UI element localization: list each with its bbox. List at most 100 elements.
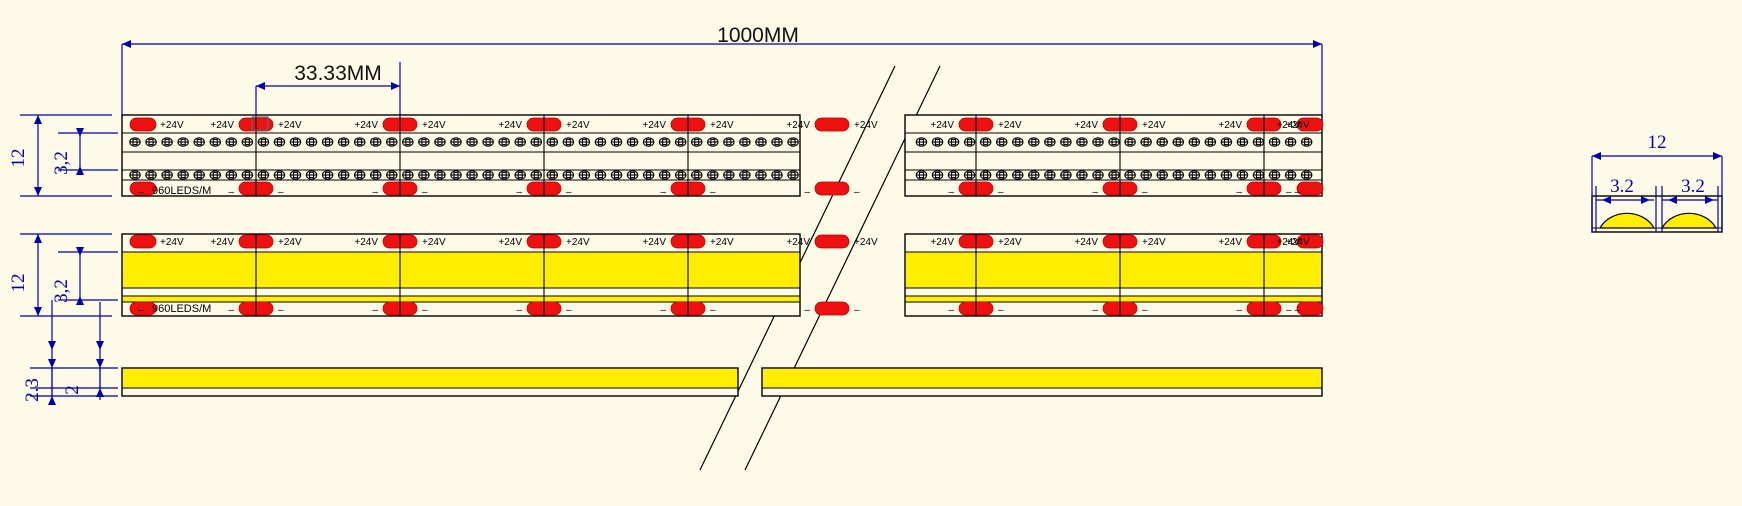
- strip2-minus-left-2: –: [516, 305, 522, 316]
- pad-bottom-end: [1296, 181, 1324, 196]
- strip1-plus24v-left-5: +24V: [930, 120, 954, 131]
- strip1-width-arrow-bot: [34, 187, 42, 196]
- led-dot-row2-23-box: [501, 171, 507, 179]
- led-dot-row1-72-box: [1288, 138, 1294, 146]
- strip3-leader-arrow-b: [96, 341, 104, 350]
- led-dot-row2-24-box: [517, 171, 523, 179]
- led-dot-row2-35-box: [694, 171, 700, 179]
- strip1-plus24v-left-6: +24V: [1074, 120, 1098, 131]
- strip1-plus24v-right-4: +24V: [854, 120, 878, 131]
- strip1-minus-right-0: –: [278, 187, 284, 198]
- led-dot-row1-56-box: [1031, 138, 1037, 146]
- strip2-minus-left-0: –: [228, 305, 234, 316]
- led-dot-row1-14-box: [357, 138, 363, 146]
- led-dot-row2-33-box: [662, 171, 668, 179]
- led-dot-row2-1-box: [148, 171, 154, 179]
- led-dot-row2-26-box: [549, 171, 555, 179]
- led-dot-row1-27-box: [565, 138, 571, 146]
- led-dot-row1-35-box: [694, 138, 700, 146]
- section-width-arrow-left: [1592, 152, 1601, 160]
- led-dot-row1-34-box: [678, 138, 684, 146]
- strip2-minus-right-0: –: [278, 305, 284, 316]
- led-dot-row1-22-box: [485, 138, 491, 146]
- strip2-minus-right-6: –: [1142, 305, 1148, 316]
- led-dot-row1-7-box: [244, 138, 250, 146]
- led-dot-row1-52-box: [967, 138, 973, 146]
- led-dot-row2-50-box: [934, 171, 941, 179]
- strip3-glow-a: [123, 369, 737, 388]
- led-dot-row2-56-box: [1031, 171, 1037, 179]
- strip2-plus24v-left-0: +24V: [210, 237, 234, 248]
- led-dot-row2-16-box: [389, 171, 395, 179]
- led-dot-row1-70-box: [1255, 138, 1262, 146]
- section-dome-right-arrow-r: [1705, 196, 1714, 204]
- led-dot-row2-11-box: [308, 171, 315, 179]
- led-dot-row2-31-box: [629, 171, 636, 179]
- led-dot-row1-28-box: [581, 138, 587, 146]
- strip2-plus24v-right-4: +24V: [854, 237, 878, 248]
- led-dot-row2-12-box: [325, 171, 331, 179]
- led-dot-row2-65-box: [1175, 171, 1181, 179]
- strip1-minus-right-3: –: [710, 187, 716, 198]
- strip2-plus24v-right-7: +24V: [1286, 237, 1310, 248]
- strip2-minus-left-1: –: [372, 305, 378, 316]
- led-dot-row2-37-box: [726, 171, 732, 179]
- led-dot-row2-25-box: [533, 171, 539, 179]
- led-dot-row1-67-box: [1207, 138, 1213, 146]
- strip2-glow-thin-b: [906, 296, 1321, 303]
- section-dome-left-arrow-l: [1602, 196, 1611, 204]
- led-dot-row1-57-box: [1047, 138, 1053, 146]
- led-dot-row1-29-box: [597, 138, 604, 146]
- led-dot-row2-34-box: [678, 171, 684, 179]
- led-dot-row1-21-box: [469, 138, 475, 146]
- led-dot-row1-12-box: [325, 138, 331, 146]
- led-dot-row2-61-box: [1111, 171, 1117, 179]
- strip1-minus-start: –: [138, 187, 144, 198]
- led-dot-row2-15-box: [373, 171, 379, 179]
- led-dot-row2-70-box: [1255, 171, 1262, 179]
- strip2-minus-right-4: –: [854, 305, 860, 316]
- led-dot-row2-62-box: [1127, 171, 1133, 179]
- led-dot-row1-5-box: [212, 138, 218, 146]
- strip3-inner-arrow-bot: [96, 388, 104, 397]
- pitch-arrow-right: [391, 82, 400, 90]
- led-dot-row1-62-box: [1127, 138, 1133, 146]
- led-dot-row2-49-box: [918, 171, 925, 179]
- strip1-plus24v-left-2: +24V: [498, 120, 522, 131]
- strip2-minus-right-7: –: [1286, 305, 1292, 316]
- led-dot-row2-13-box: [341, 171, 347, 179]
- led-dot-row2-60-box: [1095, 171, 1101, 179]
- led-dot-row1-49-box: [918, 138, 925, 146]
- strip2-plus24v-left-2: +24V: [498, 237, 522, 248]
- section-dome-left: [1598, 212, 1656, 229]
- led-dot-row2-2-box: [164, 171, 170, 179]
- strip1-plus24v-right-5: +24V: [998, 120, 1022, 131]
- strip3-inner-label: 2: [62, 385, 83, 395]
- led-dot-row1-1-box: [148, 138, 154, 146]
- led-dot-row2-64-box: [1159, 171, 1165, 179]
- led-dot-row1-41-box: [790, 138, 796, 146]
- led-dot-row1-73-box: [1304, 138, 1310, 146]
- strip3-height-arrow-bot: [48, 396, 56, 405]
- strip1-plus24v-left-3: +24V: [642, 120, 666, 131]
- section-dome-right: [1660, 212, 1718, 229]
- strip1-plus24v-left-1: +24V: [354, 120, 378, 131]
- led-dot-row1-69-box: [1239, 138, 1245, 146]
- section-dome-left-arrow-r: [1641, 196, 1650, 204]
- led-dot-row2-69-box: [1239, 171, 1245, 179]
- strip2-plus24v-end: +24V: [1276, 237, 1300, 248]
- led-dot-row2-57-box: [1047, 171, 1053, 179]
- strip1-minus-right-6: –: [1142, 187, 1148, 198]
- led-dot-row1-15-box: [373, 138, 379, 146]
- strip2-plus24v-right-2: +24V: [566, 237, 590, 248]
- led-dot-row2-73-box: [1304, 171, 1310, 179]
- strip2-plus24v-left-7: +24V: [1218, 237, 1242, 248]
- led-dot-row1-0-box: [132, 138, 138, 146]
- led-dot-row2-58-box: [1063, 171, 1069, 179]
- pad2-top-end: [1296, 234, 1324, 249]
- led-dot-row1-19-box: [437, 138, 443, 146]
- led-dot-row2-6-box: [228, 171, 234, 179]
